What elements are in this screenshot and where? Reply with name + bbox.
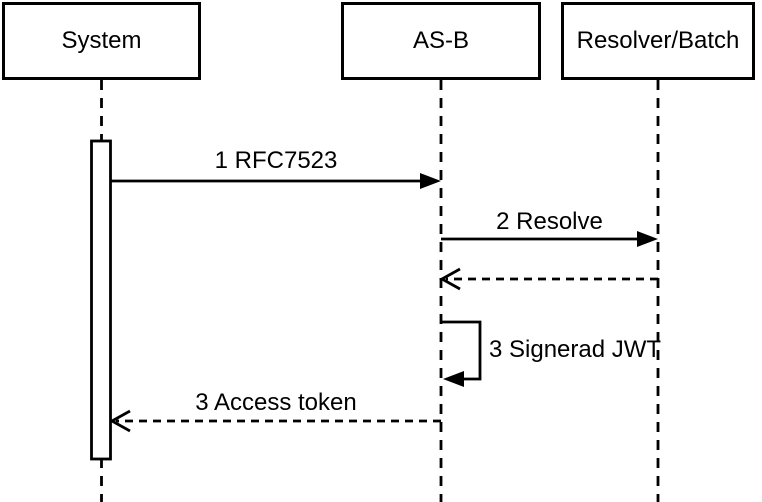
participant-box-system: System	[2, 2, 201, 80]
open-arrowhead-icon	[439, 267, 461, 291]
filled-arrowhead-icon	[637, 231, 658, 247]
activation-bar-system	[90, 139, 112, 461]
participant-box-asb: AS-B	[341, 2, 541, 80]
message-label-signerad-jwt: 3 Signerad JWT	[489, 336, 662, 363]
participant-label: AS-B	[412, 27, 469, 54]
self-message-line-signerad-jwt	[441, 320, 482, 381]
message-label-access-token: 3 Access token	[195, 389, 357, 416]
participant-box-resolver: Resolver/Batch	[561, 2, 755, 80]
participant-label: Resolver/Batch	[576, 27, 740, 54]
message-label-resolve: 2 Resolve	[496, 208, 603, 235]
message-label-rfc7523: 1 RFC7523	[214, 147, 338, 174]
open-arrowhead-icon	[109, 409, 131, 433]
filled-arrowhead-icon	[420, 173, 441, 189]
participant-label: System	[61, 27, 142, 54]
filled-arrowhead-icon	[443, 371, 464, 387]
